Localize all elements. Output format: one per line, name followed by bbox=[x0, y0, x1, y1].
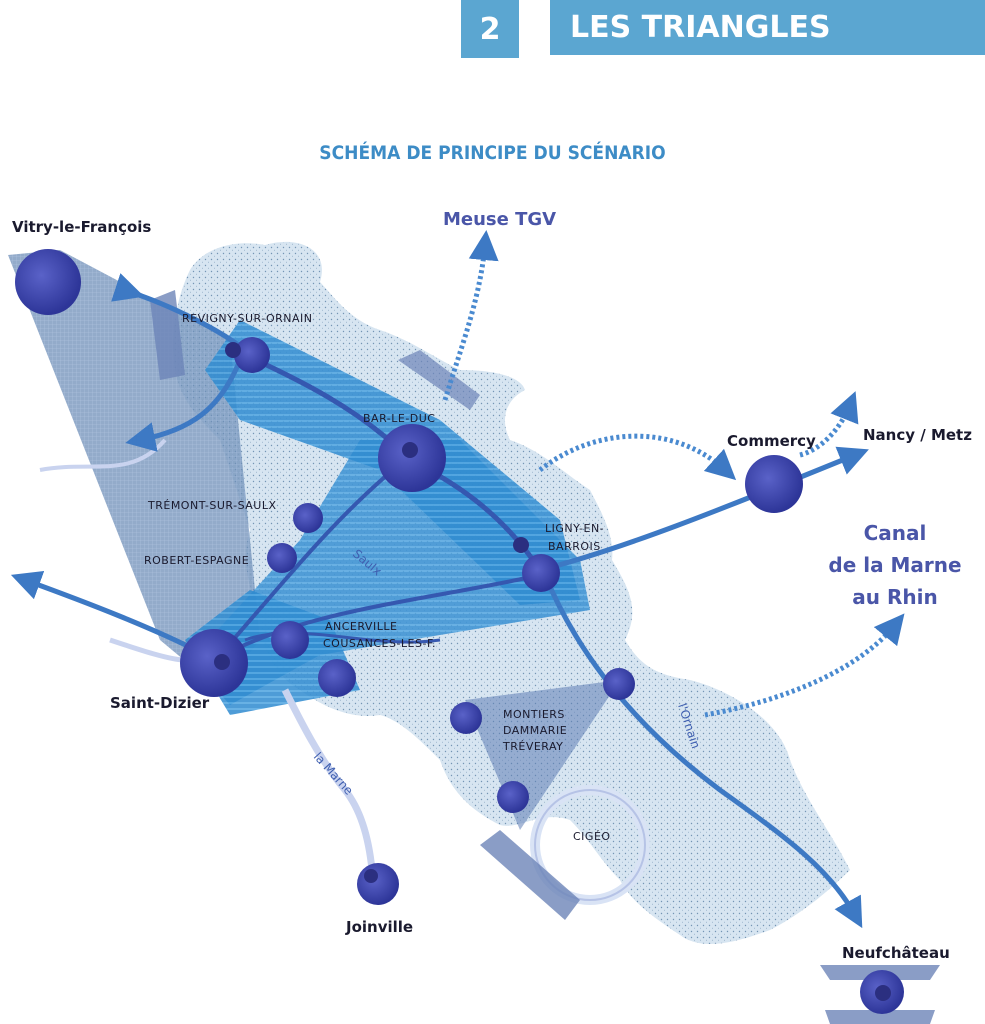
section-number: 2 bbox=[461, 0, 519, 58]
node-saint-dizier bbox=[180, 629, 248, 697]
route-ligny-commercy bbox=[539, 446, 869, 573]
node-ornain bbox=[603, 668, 635, 700]
node-ancerville bbox=[271, 621, 309, 659]
montiers-triangle bbox=[465, 680, 620, 830]
label-tremont: TRÉMONT-SUR-SAULX bbox=[147, 499, 277, 512]
link-ligny-commercy bbox=[538, 433, 737, 481]
node-revigny bbox=[225, 337, 270, 373]
label-saint-dizier: Saint-Dizier bbox=[110, 694, 210, 712]
label-dammarie: DAMMARIE bbox=[503, 724, 567, 737]
label-ligny-2: BARROIS bbox=[548, 540, 601, 553]
label-commercy: Commercy bbox=[727, 432, 816, 450]
node-bar-le-duc bbox=[378, 424, 446, 492]
node-treveray bbox=[497, 781, 529, 813]
label-cigeo: CIGÉO bbox=[573, 830, 611, 843]
label-bar-le-duc: BAR-LE-DUC bbox=[363, 412, 436, 425]
node-tremont bbox=[293, 503, 323, 533]
node-neufchateau bbox=[860, 970, 904, 1014]
label-ancerville: ANCERVILLE bbox=[325, 620, 397, 633]
node-cousances bbox=[318, 659, 356, 697]
block-cigeo bbox=[480, 830, 580, 920]
label-revigny: REVIGNY-SUR-ORNAIN bbox=[182, 312, 313, 325]
block-neufchateau-bottom bbox=[825, 1010, 935, 1024]
route-revigny-west bbox=[125, 359, 243, 452]
route-saintdizier-bar bbox=[213, 458, 407, 662]
label-cousances: COUSANCES-LES-F. bbox=[323, 637, 436, 650]
diagram-subtitle: SCHÉMA DE PRINCIPE DU SCÉNARIO bbox=[319, 142, 666, 164]
label-meuse-tgv: Meuse TGV bbox=[443, 209, 556, 230]
route-ligny-neufchateau bbox=[542, 574, 863, 929]
label-canal-2: de la Marne bbox=[828, 553, 961, 577]
label-nancy-metz: Nancy / Metz bbox=[863, 426, 972, 444]
node-joinville bbox=[357, 863, 399, 905]
link-meuse-tgv bbox=[442, 230, 499, 401]
river-marne bbox=[281, 688, 376, 871]
section-title: LES TRIANGLES bbox=[550, 0, 985, 55]
label-canal-1: Canal bbox=[864, 521, 927, 545]
label-ligny-1: LIGNY-EN- bbox=[545, 522, 604, 535]
label-neufchateau: Neufchâteau bbox=[842, 944, 950, 962]
node-montiers bbox=[450, 702, 482, 734]
label-joinville: Joinville bbox=[345, 918, 413, 936]
label-montiers: MONTIERS bbox=[503, 708, 565, 721]
node-commercy bbox=[745, 455, 803, 513]
link-canal bbox=[704, 613, 905, 718]
label-robert-espagne: ROBERT-ESPAGNE bbox=[144, 554, 249, 567]
node-vitry bbox=[15, 249, 81, 315]
block-bar bbox=[398, 350, 480, 410]
node-robert-espagne bbox=[267, 543, 297, 573]
vitry-triangle bbox=[8, 250, 260, 690]
node-ligny bbox=[513, 537, 560, 592]
label-vitry: Vitry-le-François bbox=[12, 218, 151, 236]
label-canal-3: au Rhin bbox=[852, 585, 937, 609]
label-la-marne: la Marne bbox=[311, 750, 356, 798]
route-saintdizier-ligny bbox=[213, 573, 541, 662]
label-treveray: TRÉVERAY bbox=[502, 740, 563, 753]
route-ancerville bbox=[244, 631, 441, 644]
